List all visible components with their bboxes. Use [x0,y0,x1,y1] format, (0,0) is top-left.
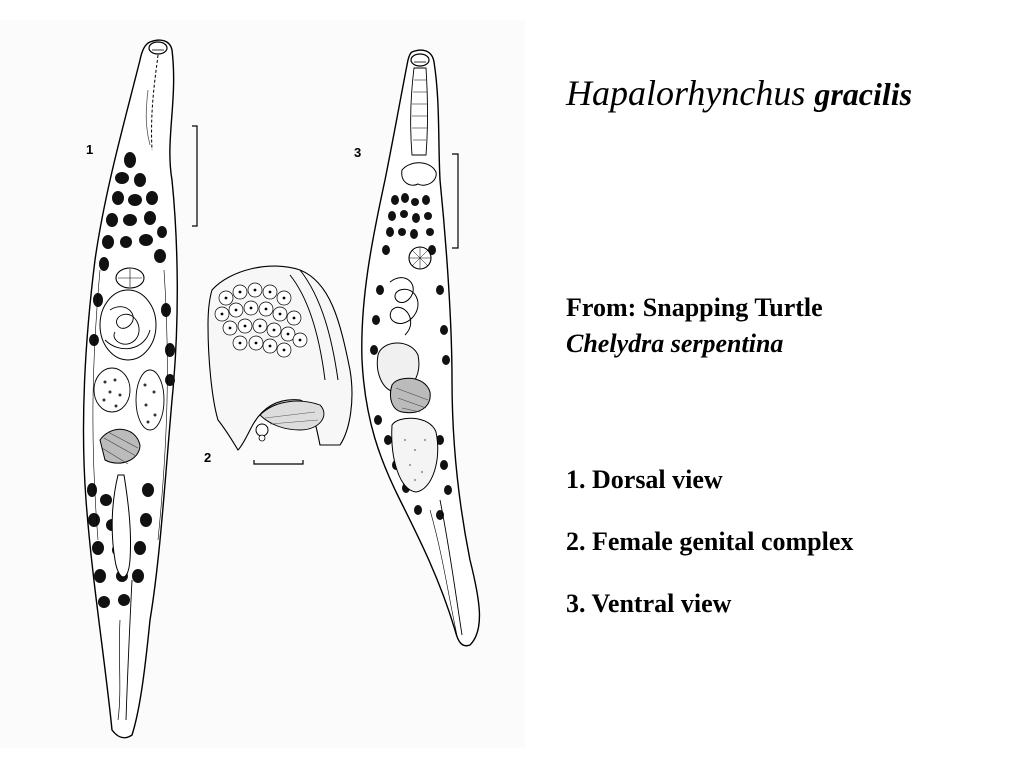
figure-legend: 1. Dorsal view 2. Female genital complex… [566,462,853,648]
figure-2-label: 2 [204,450,211,465]
figure-3-ventral-view: 3 [354,49,481,647]
title-genus: Hapalorhynchus [566,73,806,113]
host-species: Chelydra serpentina [566,329,784,358]
legend-item-ventral: 3. Ventral view [566,589,732,618]
host-info: From: Snapping Turtle Chelydra serpentin… [566,290,823,362]
figure-1-dorsal-view: 1 [82,39,198,739]
figure-2-female-genital-complex: 2 [204,265,353,465]
trematode-illustration: 1 2 [0,20,525,748]
species-title: Hapalorhynchus gracilis [566,72,912,114]
legend-item-female-genital: 2. Female genital complex [566,527,854,556]
figure-3-label: 3 [354,145,361,160]
legend-item-dorsal: 1. Dorsal view [566,465,723,494]
host-from-line: From: Snapping Turtle [566,293,823,322]
title-species: gracilis [814,76,913,112]
figure-1-label: 1 [86,142,93,157]
